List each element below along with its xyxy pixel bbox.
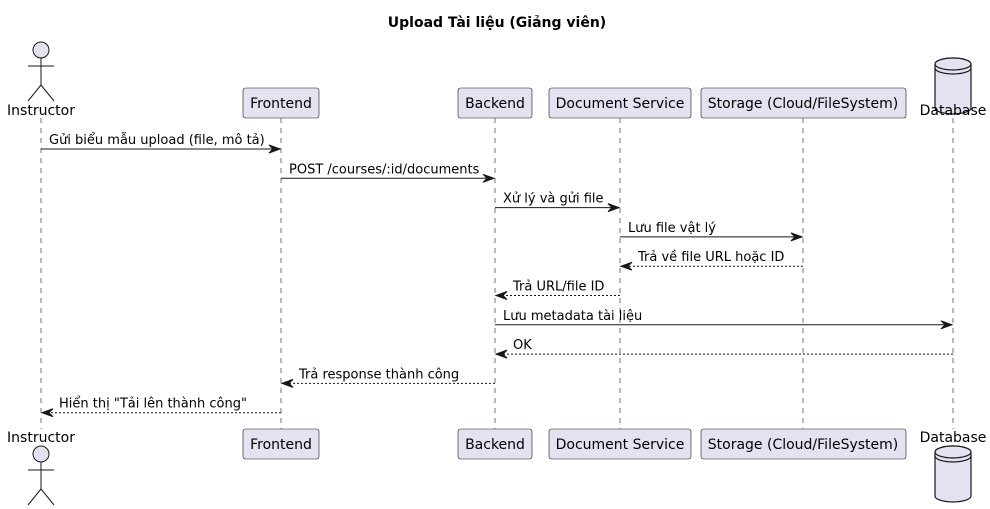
message-label: POST /courses/:id/documents <box>289 162 480 177</box>
message-2: POST /courses/:id/documents <box>281 162 496 183</box>
lifelines <box>40 118 954 429</box>
actor-icon <box>27 445 55 506</box>
message-5: Trả về file URL hoặc ID <box>619 250 803 271</box>
participants-bottom: Instructor Frontend Backend Document Servic… <box>7 428 987 506</box>
participant-frontend-top: Frontend <box>242 87 320 119</box>
message-3: Xử lý và gửi file <box>495 192 621 213</box>
arrowhead-icon <box>40 408 54 418</box>
participant-label: Frontend <box>250 437 312 453</box>
participant-box <box>700 428 907 460</box>
message-9: Trả response thành công <box>280 367 495 388</box>
participant-instructor-top: Instructor <box>7 41 75 119</box>
message-label: Xử lý và gửi file <box>503 192 604 207</box>
participant-label: Backend <box>465 437 525 453</box>
message-label: Hiển thị "Tải lên thành công" <box>59 397 247 412</box>
message-6: Trả URL/file ID <box>494 280 620 300</box>
message-label: Trả URL/file ID <box>512 280 604 295</box>
participant-instructor-bottom: Instructor <box>7 430 75 506</box>
arrowhead-icon <box>494 291 508 300</box>
participant-database-top: Database <box>920 57 987 119</box>
participants-top: Instructor Frontend Backend Document Servic… <box>7 41 987 119</box>
participant-backend-bottom: Backend <box>457 428 533 460</box>
message-label: Trả response thành công <box>298 367 459 382</box>
participant-box <box>457 87 533 119</box>
participant-box <box>457 428 533 460</box>
participant-label: Frontend <box>250 96 312 112</box>
participant-box <box>548 87 692 119</box>
message-7: Lưu metadata tài liệu <box>495 309 954 330</box>
participant-database-bottom: Database <box>920 430 987 503</box>
arrowhead-icon <box>268 144 282 154</box>
message-label: Gửi biểu mẫu upload (file, mô tả) <box>49 133 265 148</box>
participant-frontend-bottom: Frontend <box>242 428 320 460</box>
participant-label: Storage (Cloud/FileSystem) <box>708 437 899 453</box>
arrowhead-icon <box>494 349 508 359</box>
participant-storage-bottom: Storage (Cloud/FileSystem) <box>700 428 907 460</box>
arrowhead-icon <box>619 261 633 271</box>
participant-box <box>700 87 907 119</box>
participant-docservice-top: Document Service <box>548 87 692 119</box>
participant-box <box>242 87 320 119</box>
message-label: Lưu metadata tài liệu <box>503 309 642 324</box>
arrowhead-icon <box>607 203 621 213</box>
arrowhead-icon <box>482 173 496 183</box>
participant-docservice-bottom: Document Service <box>548 428 692 460</box>
participant-label: Storage (Cloud/FileSystem) <box>708 96 899 112</box>
participant-box <box>548 428 692 460</box>
actor-icon <box>27 41 55 102</box>
participant-label: Document Service <box>556 437 685 453</box>
participant-backend-top: Backend <box>457 87 533 119</box>
participant-label: Backend <box>465 96 525 112</box>
arrowhead-icon <box>790 232 804 242</box>
message-label: Lưu file vật lý <box>628 221 716 236</box>
diagram-title: Upload Tài liệu (Giảng viên) <box>388 15 606 31</box>
message-label: OK <box>513 338 532 353</box>
message-4: Lưu file vật lý <box>620 221 804 242</box>
arrowhead-icon <box>940 320 954 330</box>
messages: Gửi biểu mẫu upload (file, mô tả) POST /c… <box>40 133 954 418</box>
database-label: Database <box>920 103 987 119</box>
database-label: Database <box>920 430 987 446</box>
actor-label: Instructor <box>7 103 75 119</box>
participant-label: Document Service <box>556 96 685 112</box>
message-10: Hiển thị "Tải lên thành công" <box>40 397 281 418</box>
participant-storage-top: Storage (Cloud/FileSystem) <box>700 87 907 119</box>
message-label: Trả về file URL hoặc ID <box>637 250 784 265</box>
actor-label: Instructor <box>7 430 75 446</box>
participant-box <box>242 428 320 460</box>
database-icon <box>934 445 972 503</box>
database-icon <box>934 57 972 115</box>
arrowhead-icon <box>280 378 294 388</box>
message-8: OK <box>494 338 953 359</box>
message-1: Gửi biểu mẫu upload (file, mô tả) <box>41 133 282 154</box>
